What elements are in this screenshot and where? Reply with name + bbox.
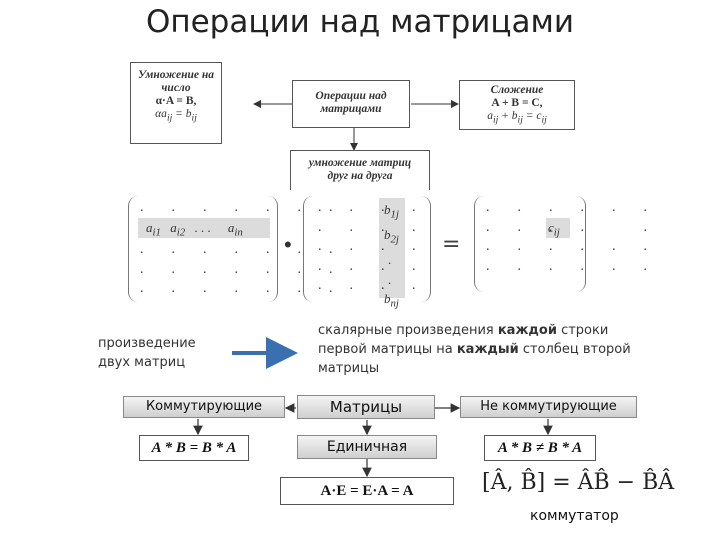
commutator-label: коммутатор (530, 508, 619, 524)
commuting-formula: A * B = B * A (139, 435, 249, 461)
non-commuting-formula: A * B ≠ B * A (484, 435, 596, 461)
matrix-b (303, 196, 431, 302)
addition-title: Сложение (490, 84, 544, 96)
matrix-c-highlighted-element (546, 218, 570, 238)
matrix-b-highlighted-column (379, 198, 405, 298)
matrix-c (474, 196, 586, 292)
page-title: Операции над матрицами (145, 4, 575, 40)
matrix-a-dots-top: . . . . . . . (140, 200, 340, 215)
non-commuting-box: Не коммутирующие (460, 396, 637, 418)
scalar-multiplication-box: Умножение на число α·A = B, αaij = bij (130, 62, 222, 144)
matrix-a (128, 196, 278, 302)
scalar-mult-title-2: число (161, 82, 191, 94)
matrix-b-dots-left: . . . . . . . . . . . . . . . (318, 200, 392, 293)
matrix-c-dots: . . . . . . . . . . . . . . . . . . . . … (486, 200, 654, 274)
addition-box: Сложение A + B = C, aij + bij = cij (459, 80, 575, 130)
commutator-formula: [Â, B̂] = ÂB̂ − B̂Â (482, 470, 675, 495)
scalar-mult-title-1: Умножение на (138, 69, 214, 81)
matrix-a-highlighted-row (138, 218, 270, 238)
scalar-mult-formula: α·A = B, (155, 95, 197, 107)
matrix-operations-box: Операции над матрицами (292, 80, 410, 128)
identity-formula: A·E = E·A = A (280, 477, 454, 505)
matrix-a-row-i: ai1 ai2 . . . ain (146, 220, 243, 239)
equals-sign: = (442, 232, 461, 257)
scalar-mult-elementwise: αaij = bij (155, 108, 197, 124)
matrix-b-column-j: b1j b2j . . bnj (384, 202, 399, 310)
addition-elementwise: aij + bij = cij (487, 110, 547, 126)
addition-formula: A + B = C, (491, 97, 543, 109)
multiplication-sign: • (284, 232, 292, 257)
matrix-b-dots-right: . . . . . (412, 200, 423, 293)
matrices-box: Матрицы (297, 395, 435, 419)
matrix-c-element-ij: cij (548, 220, 560, 239)
matrix-multiplication-box: умножение матриц друг на друга (290, 150, 430, 190)
scalar-products-explanation: скалярные произведения каждой строки пер… (318, 323, 631, 376)
identity-box: Единичная (297, 435, 437, 459)
commuting-box: Коммутирующие (123, 396, 285, 418)
matrix-a-dots-rest: . . . . . . . . . . . . . . . . . . . . … (140, 242, 340, 296)
product-label: произведение двух матриц (98, 336, 196, 370)
